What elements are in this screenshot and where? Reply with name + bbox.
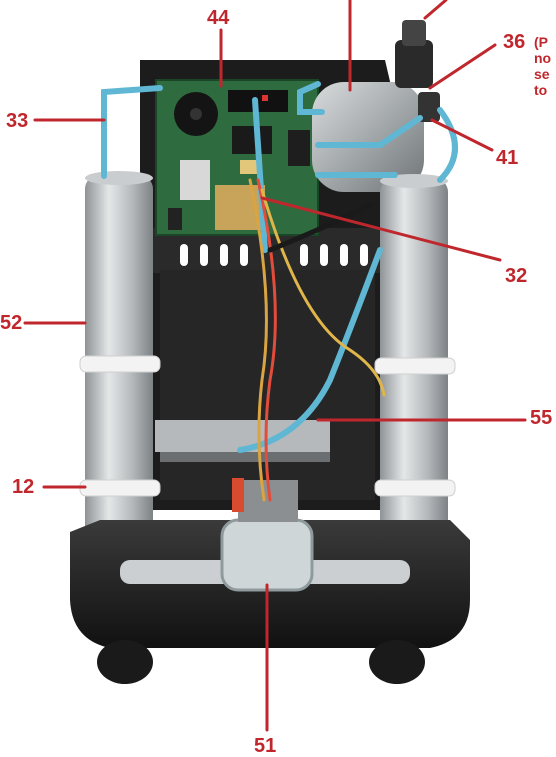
note-line: to xyxy=(534,82,548,98)
tubing xyxy=(101,81,458,453)
leader-lines xyxy=(23,0,527,732)
filter-jar xyxy=(220,518,314,592)
callout-36: 36 xyxy=(503,31,526,53)
wiring xyxy=(248,178,386,502)
wheel-left xyxy=(97,640,153,684)
callout-55: 55 xyxy=(530,407,553,429)
callout-32: 32 xyxy=(505,265,528,287)
callout-33: 33 xyxy=(6,110,29,132)
note-line: (P xyxy=(534,34,548,50)
product-tank xyxy=(312,82,424,192)
wheel-right xyxy=(369,640,425,684)
valve-body xyxy=(395,40,433,88)
cylinder-straps xyxy=(79,355,456,497)
callout-51: 51 xyxy=(254,735,277,757)
callout-44: 44 xyxy=(207,7,230,29)
callout-41: 41 xyxy=(496,147,519,169)
note-line: se xyxy=(534,66,550,82)
note-line: no xyxy=(534,50,552,66)
side-note: (P no se to xyxy=(534,34,551,98)
callout-52: 52 xyxy=(0,312,23,334)
frame-slots xyxy=(180,244,368,266)
callout-12: 12 xyxy=(12,476,35,498)
